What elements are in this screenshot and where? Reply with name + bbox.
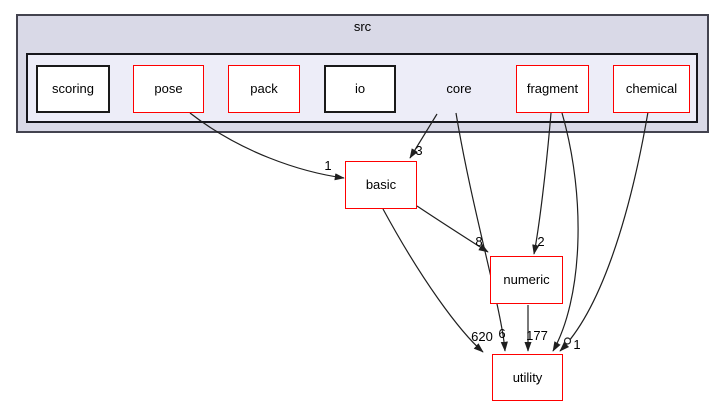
edge-basic-to-numeric bbox=[416, 205, 489, 253]
edge-label-pose-basic: 1 bbox=[324, 158, 331, 173]
node-fragment[interactable]: fragment bbox=[516, 65, 589, 113]
edge-label-fragment-numeric: 2 bbox=[537, 234, 544, 249]
node-pack[interactable]: pack bbox=[228, 65, 300, 113]
edge-fragment-to-utility bbox=[552, 112, 579, 352]
edge-label-chemical-utility: 1 bbox=[573, 337, 580, 352]
node-basic[interactable]: basic bbox=[345, 161, 417, 209]
node-numeric[interactable]: numeric bbox=[490, 256, 563, 304]
edge-label-basic-utility: 620 bbox=[471, 329, 493, 344]
edge-core-to-utility bbox=[455, 112, 508, 352]
edge-crossing-dot bbox=[563, 337, 572, 345]
node-chemical[interactable]: chemical bbox=[613, 65, 690, 113]
edge-chemical-to-utility bbox=[559, 111, 649, 352]
node-scoring: scoring bbox=[36, 65, 110, 113]
cluster-src-label[interactable]: src bbox=[353, 19, 372, 34]
edge-label-numeric-utility: 177 bbox=[526, 328, 548, 343]
edge-label-core-basic: 3 bbox=[415, 143, 422, 158]
edge-label-basic-numeric: 8 bbox=[475, 234, 482, 249]
edge-basic-to-utility bbox=[382, 208, 484, 353]
node-core: core bbox=[446, 81, 472, 96]
edge-label-core-utility: 6 bbox=[498, 326, 505, 341]
edge-fragment-to-numeric bbox=[532, 112, 552, 255]
node-utility[interactable]: utility bbox=[492, 354, 563, 401]
node-pose[interactable]: pose bbox=[133, 65, 204, 113]
node-io: io bbox=[324, 65, 396, 113]
